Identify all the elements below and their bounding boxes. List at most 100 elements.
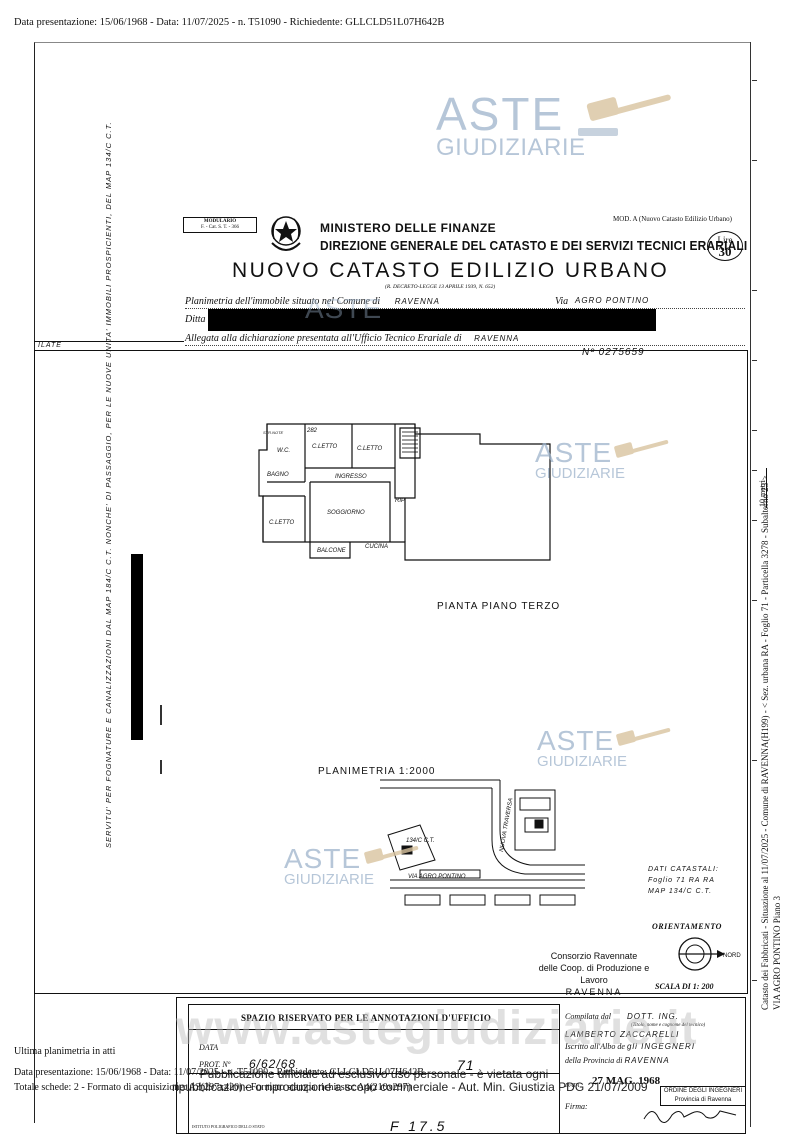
right-margin-line1: Catasto dei Fabbricati - Situazione al 1…	[760, 475, 770, 1010]
annotation-title-rule	[189, 1029, 559, 1030]
ditta-redaction	[208, 309, 656, 331]
lire-value: 30	[718, 244, 732, 259]
stamp-line2: delle Coop. di Produzione e Lavoro	[538, 963, 650, 985]
left-marks	[160, 705, 162, 725]
dati-catastali-map: MAP 134/C C.T.	[648, 888, 713, 895]
watermark-notice: Pubblicazione ufficiale ad esclusivo uso…	[172, 1067, 648, 1094]
room-soggiorno: SOGGIORNO	[327, 510, 365, 516]
room-c-letto-2: C.LETTO	[357, 446, 383, 452]
room-c-letto-3: C.LETTO	[269, 520, 295, 526]
room-wc: W.C.	[277, 448, 290, 454]
nceu-title: NUOVO CATASTO EDILIZIO URBANO	[232, 259, 670, 282]
watermark-form-brand-top: ASTE	[305, 293, 383, 324]
room-rip: RIP.	[395, 498, 406, 504]
annotation-rule-2	[189, 1073, 559, 1074]
dati-catastali: DATI CATASTALI: Foglio 71 RA RA MAP 134/…	[648, 864, 719, 897]
lire-stamp: Lire 30	[707, 231, 743, 261]
gavel-icon-low	[616, 728, 671, 746]
servitu-note-text: SERVITU' PER FOGNATURE E CANALIZZAZIONI …	[104, 121, 113, 848]
direzione-title: DIREZIONE GENERALE DEL CATASTO E DEI SER…	[320, 238, 748, 253]
via-label: Via	[555, 296, 569, 307]
gavel-icon	[578, 94, 671, 136]
servitu-note-line1: SERVITU' PER FOGNATURE E CANALIZZAZIONI …	[104, 121, 113, 848]
ufficio-value: RAVENNA	[474, 334, 520, 343]
room-bagno: BAGNO	[267, 472, 289, 478]
compilata-label: Compilata dal	[565, 1012, 612, 1021]
room-ingresso: INGRESSO	[335, 474, 367, 480]
firma-label: Firma:	[565, 1102, 588, 1111]
watermark-mid-bottom: GIUDIZIARIE	[535, 465, 626, 482]
ministero-title: MINISTERO DELLE FINANZE	[320, 221, 497, 235]
footer-line1: Data presentazione: 15/06/1968 - Data: 1…	[14, 1067, 424, 1078]
dati-catastali-title: DATI CATASTALI:	[648, 866, 719, 873]
stamp-line3: RAVENNA	[565, 987, 623, 997]
decreto-text: (R. DECRETO-LEGGE 13 APRILE 1939, N. 652…	[385, 284, 496, 290]
gavel-icon-lower-left	[364, 846, 419, 864]
watermark-mid-top: ASTE	[535, 437, 613, 468]
room-c-letto-1: C.LETTO	[312, 444, 338, 450]
republic-emblem-icon	[271, 216, 301, 251]
watermark-low-bottom: GIUDIZIARIE	[537, 753, 628, 770]
watermark-logo-form: ASTE	[305, 293, 383, 324]
planimetria-label: Planimetria dell'immobile situato nel Co…	[185, 296, 381, 307]
annotation-title: SPAZIO RISERVATO PER LE ANNOTAZIONI D'UF…	[241, 1013, 492, 1023]
iscritto-label: Iscritto all'Albo de	[565, 1042, 625, 1051]
tecnico-name: LAMBERTO ZACCARELLI	[565, 1030, 680, 1039]
room-cucina: CUCINA	[365, 544, 388, 550]
watermark-logo-lower-left: ASTE GIUDIZIARIE	[284, 843, 374, 888]
lire-label: Lire	[717, 235, 733, 245]
watermark-logo-mid: ASTE GIUDIZIARIE	[535, 437, 626, 482]
provincia-label: della Provincia di	[565, 1056, 623, 1065]
titolo-hint: (Titolo, nome e cognome del tecnico)	[631, 1023, 706, 1028]
right-edge-line	[750, 42, 751, 1127]
watermark-notice-line1: Pubblicazione ufficiale ad esclusivo uso…	[199, 1067, 549, 1081]
room-balcone: BALCONE	[317, 548, 347, 554]
annotation-prot-label: PROT. Nº	[199, 1060, 231, 1069]
allegata-line: Allegata alla dichiarazione presentata a…	[185, 333, 745, 344]
piano-title: PIANTA PIANO TERZO	[437, 601, 561, 612]
presentation-header: Data presentazione: 15/06/1968 - Data: 1…	[14, 17, 445, 28]
modulario-code: F. - Cat. S. T. - 366	[200, 225, 240, 230]
gavel-icon-mid	[614, 440, 669, 458]
mod-a-label: MOD. A (Nuovo Catasto Edilizio Urbano)	[613, 215, 732, 223]
watermark-logo-top: ASTE GIUDIZIARIE	[436, 88, 586, 161]
watermark-brand-top: ASTE	[436, 88, 565, 140]
data-firma-label: DATA	[565, 1083, 580, 1089]
ditta-label: Ditta	[185, 314, 206, 325]
watermark-lower-left-top: ASTE	[284, 843, 362, 874]
nord-label: NORD	[723, 953, 741, 959]
allegata-label: Allegata alla dichiarazione presentata a…	[185, 333, 462, 344]
watermark-brand-bottom: GIUDIZIARIE	[436, 134, 586, 161]
site-plan: VIA AGRO PONTINO 134/C C.T. NUOVA TRAVER…	[380, 779, 585, 906]
signature-icon	[643, 1110, 737, 1123]
ordine-stamp-line1: ORDINE DEGLI INGEGNERI	[663, 1088, 743, 1094]
iscritto-value: gli INGEGNERI	[626, 1042, 696, 1051]
floor-plan: C.LETTO C.LETTO W.C. BAGNO INGRESSO SOGG…	[258, 423, 551, 561]
planimetria-scale: PLANIMETRIA 1:2000	[318, 766, 436, 777]
footer-ultima: Ultima planimetria in atti	[14, 1046, 116, 1057]
right-margin-line2: VIA AGRO PONTINO Piano 3	[772, 895, 782, 1010]
modulario-box: MODULARIO F. - Cat. S. T. - 366	[183, 217, 257, 233]
watermark-low-top: ASTE	[537, 725, 615, 756]
site-street-side: NUOVA TRAVERSA	[499, 798, 514, 853]
numero-value: Nº 0275659	[582, 347, 645, 358]
compilata-block: Compilata dal DOTT. ING. (Titolo, nome e…	[565, 1012, 745, 1065]
bottom-handwriting: F 17.5	[390, 1118, 448, 1134]
frame-top-left-line	[34, 341, 184, 342]
via-value: AGRO PONTINO	[575, 296, 650, 305]
footer-line2: Totale schede: 2 - Formato di acquisizio…	[14, 1082, 411, 1093]
stamp-line1: Consorzio Ravennate	[550, 951, 638, 961]
scale-bar	[766, 468, 767, 508]
comune-value: RAVENNA	[394, 297, 440, 306]
allegata-underline	[185, 345, 745, 346]
north-arrow-icon: NORD	[678, 937, 741, 971]
scala-label: SCALA DI 1: 200	[655, 982, 714, 991]
ordine-stamp: ORDINE DEGLI INGEGNERI Provincia di Rave…	[660, 1086, 746, 1106]
planimetria-line: Planimetria dell'immobile situato nel Co…	[185, 296, 745, 307]
compilata-value: DOTT. ING.	[627, 1012, 679, 1021]
modulario-label: MODULARIO	[203, 219, 237, 224]
watermark-notice-line2: ripubblicazione o riproduzione a scopo c…	[172, 1080, 648, 1094]
left-redaction	[131, 554, 143, 740]
ordine-stamp-line2: Provincia di Ravenna	[674, 1097, 732, 1103]
annotation-data-label: DATA	[199, 1043, 219, 1052]
